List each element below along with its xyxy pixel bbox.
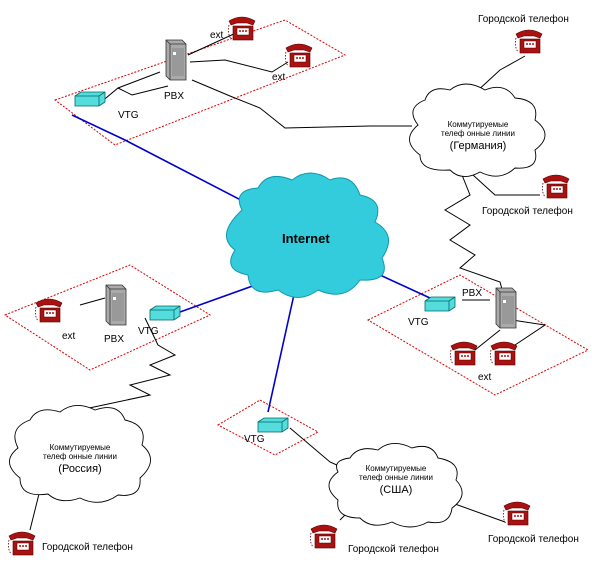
germany-cloud-country: (Германия)	[449, 140, 507, 153]
usa-city-phone-right: Городской телефон	[488, 534, 579, 545]
russia-cloud-label: Коммутируемые телеф онные линии (Россия)	[30, 443, 130, 476]
internet-label: Internet	[282, 231, 330, 246]
usa-city-phone-left: Городской телефон	[348, 544, 439, 555]
germany-cloud-line1: Коммутируемые	[447, 120, 509, 129]
germany-city-phone-top: Городской телефон	[478, 14, 569, 25]
russia-pbx-label: PBX	[104, 334, 125, 345]
usa-cloud-country: (США)	[379, 484, 413, 497]
usa-cloud-label: Коммутируемые телеф онные линии (США)	[346, 464, 446, 497]
russia-vtg-label: VTG	[138, 326, 159, 337]
germany-ext-label-a: ext	[210, 30, 224, 41]
usa-vtg-label: VTG	[244, 434, 265, 445]
germany-cloud-line2: телеф онные линии	[441, 129, 515, 139]
russia-cloud-line2: телеф онные линии	[43, 452, 117, 462]
usa-cloud-line2: телеф онные линии	[359, 473, 433, 483]
russia-city-phone: Городской телефон	[42, 542, 133, 553]
germany-city-phone-bottom: Городской телефон	[482, 206, 573, 217]
germany-pbx-label: PBX	[164, 91, 185, 102]
usa-cloud-line1: Коммутируемые	[365, 464, 427, 473]
russia-cloud-country: (Россия)	[58, 463, 102, 476]
east-ext-label: ext	[478, 372, 492, 383]
east-vtg-label: VTG	[408, 317, 429, 328]
east-pbx-label: PBX	[462, 288, 483, 299]
russia-ext-label: ext	[62, 331, 76, 342]
russia-cloud-line1: Коммутируемые	[49, 443, 111, 452]
germany-ext-label-b: ext	[272, 72, 286, 83]
germany-vtg-label: VTG	[118, 110, 139, 121]
germany-cloud-label: Коммутируемые телеф онные линии (Германи…	[428, 120, 528, 153]
